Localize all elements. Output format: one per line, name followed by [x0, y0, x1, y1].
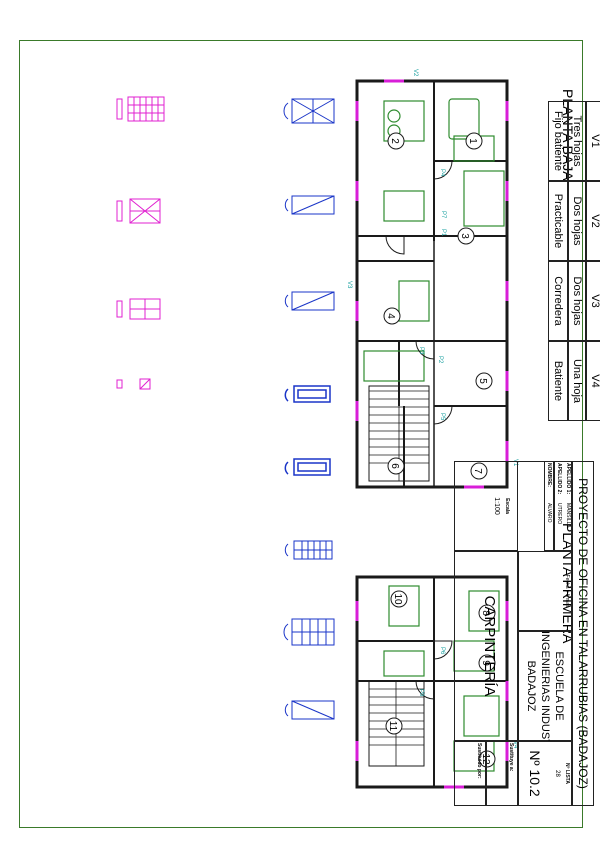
- sustituye-label: Sustituye a:: [508, 743, 514, 772]
- apellido2-label: APELLIDO 2:: [556, 463, 562, 495]
- window-label-v2: V2: [412, 69, 418, 77]
- room-10: 10: [392, 593, 403, 605]
- window-symbols: [116, 96, 165, 390]
- room-3: 3: [459, 233, 470, 239]
- door-label-p2: P2: [437, 356, 443, 364]
- fecha-label: Fecha y firmas: [564, 574, 570, 608]
- door-label-p5: P5: [439, 413, 445, 421]
- window-label-v4: V4: [512, 741, 518, 749]
- window-label-v1: V1: [512, 459, 518, 467]
- room-1: 1: [467, 138, 478, 144]
- window-symbol-v1: [116, 96, 165, 122]
- room-5: 5: [477, 378, 488, 384]
- first-furniture: [383, 585, 500, 772]
- door-swings: [385, 160, 453, 700]
- room-11: 11: [387, 721, 398, 732]
- ground-floor-plan: [355, 79, 509, 489]
- door-symbols: [283, 98, 335, 720]
- school-line-2: INGENIERIAS INDUSTRIALES: [539, 631, 551, 741]
- window-hojas-4: Una hoja: [571, 358, 583, 404]
- window-tipo-2: Practicable: [552, 193, 564, 249]
- room-numbers: [383, 132, 496, 768]
- window-hojas-1: Tres hojas: [571, 115, 583, 167]
- door-symbol-p6: [284, 540, 333, 560]
- window-tipo-1: Fijo batiente: [552, 111, 564, 171]
- window-markers: [355, 79, 509, 789]
- door-label-p8: P8: [418, 689, 424, 697]
- door-symbol-p5: [284, 458, 331, 476]
- drawing-sheet: 1 2 3 4 5 6 7 8 9 10 11 12 P1 P4 P7 P3 P…: [19, 40, 600, 829]
- door-label-p4: P4: [439, 169, 445, 177]
- window-symbol-v2: [116, 198, 161, 224]
- lista-label: Nº LISTA: [564, 763, 570, 784]
- window-header-4: V4: [589, 374, 600, 388]
- window-header-1: V1: [589, 134, 600, 148]
- door-symbol-p7: [283, 618, 335, 646]
- room-7: 7: [472, 468, 483, 474]
- sustituido-label: Sustituido por:: [476, 743, 482, 779]
- escala: 1:100: [493, 497, 500, 515]
- room-number-labels: 1 2 3 4 5 6 7 8 9 10 11 12: [385, 138, 491, 765]
- apellido1: MANSILLA: [565, 503, 571, 528]
- window-header-2: V2: [589, 214, 600, 228]
- lista: 28: [554, 770, 560, 777]
- door-label-p6: P6: [439, 647, 445, 655]
- door-symbol-p1: [283, 98, 335, 124]
- opening-labels: P1 P4 P7 P3 P5 P2 P6 P8 V1 V2 V3 V4: [346, 69, 518, 749]
- door-label-p7: P7: [440, 211, 446, 219]
- door-label-p1: P1: [440, 229, 446, 237]
- door-symbol-p4: [284, 385, 331, 403]
- room-6: 6: [389, 463, 400, 469]
- ground-furniture: [363, 98, 505, 382]
- nombre-label: NOMBRE:: [546, 463, 552, 487]
- window-symbol-v3: [116, 298, 161, 320]
- school-line-1: ESCUELA DE: [553, 651, 565, 721]
- window-hojas-2: Dos hojas: [571, 196, 583, 246]
- nombre: ALVARO: [546, 503, 552, 523]
- window-hojas-3: Dos hojas: [571, 276, 583, 326]
- room-2: 2: [389, 138, 400, 144]
- rotated-layout: 1 2 3 4 5 6 7 8 9 10 11 12 P1 P4 P7 P3 P…: [20, 41, 600, 829]
- door-symbol-p2: [284, 195, 335, 215]
- door-label-p3: P3: [418, 347, 424, 355]
- project-title: PROYECTO DE OFICINA EN TALARRUBIAS (BADA…: [576, 478, 590, 789]
- drawing-number: Nº 10.2: [527, 750, 543, 797]
- room-9: 9: [480, 660, 491, 666]
- apellido1-label: APELLIDO 1:: [565, 463, 571, 495]
- room-12: 12: [480, 753, 491, 765]
- window-label-v3: V3: [346, 281, 352, 289]
- drawing-title: CARPINTERÍA: [481, 595, 498, 697]
- window-tipo-4: Batiente: [552, 360, 564, 402]
- door-symbol-p8: [284, 700, 335, 720]
- window-tipo-3: Corredera: [552, 276, 564, 326]
- escala-label: Escala: [504, 498, 510, 514]
- room-4: 4: [385, 313, 396, 319]
- apellido2: UTRERO: [556, 503, 562, 525]
- floor-plans: 1 2 3 4 5 6 7 8 9 10 11 12 P1 P4 P7 P3 P…: [346, 69, 518, 789]
- school-line-3: BADAJOZ: [525, 660, 537, 712]
- room-8: 8: [480, 610, 491, 616]
- window-symbol-v4: [116, 378, 151, 390]
- window-header-3: V3: [589, 294, 600, 308]
- title-block: PROYECTO DE OFICINA EN TALARRUBIAS (BADA…: [448, 461, 594, 811]
- door-symbol-p3: [284, 291, 335, 311]
